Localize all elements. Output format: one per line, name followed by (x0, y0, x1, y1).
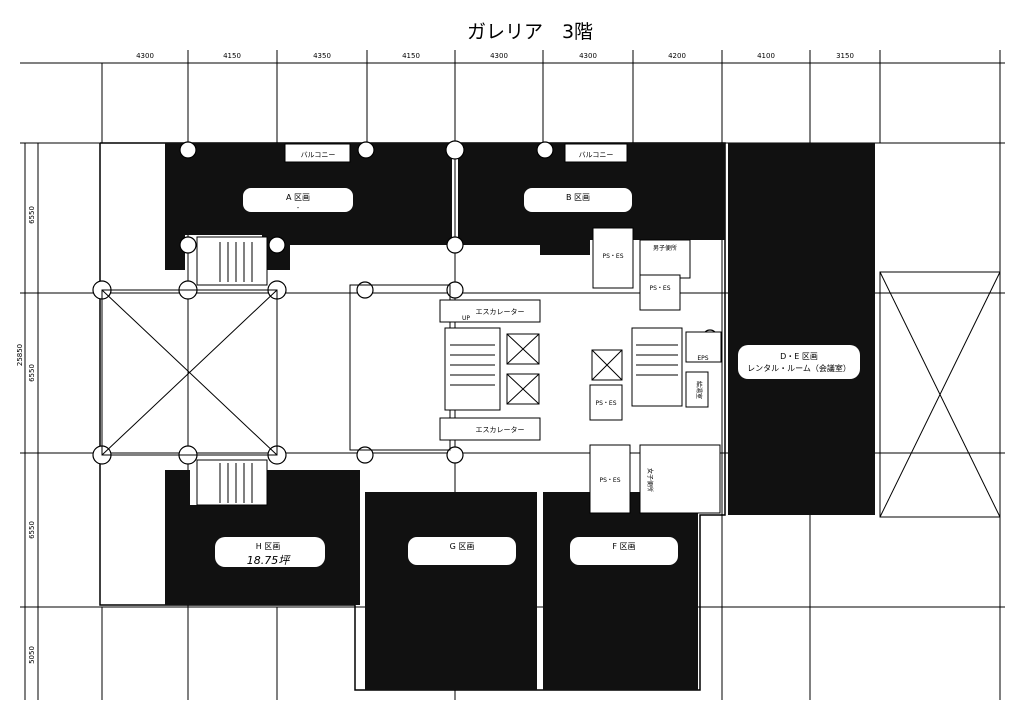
dim-label: 4300 (136, 52, 154, 60)
balcony-label: バルコニー (301, 151, 336, 159)
zone-b-label: B 区画 (566, 193, 590, 202)
service-rooms (589, 227, 722, 514)
dim-label: 4300 (490, 52, 508, 60)
balcony-label: バルコニー (579, 151, 614, 159)
zone-de-label: D・E 区画 (780, 352, 818, 361)
svg-text:PS・ES: PS・ES (649, 285, 670, 292)
svg-text:PS・ES: PS・ES (602, 253, 623, 260)
atrium-void (101, 271, 1001, 518)
dim-label: 4200 (668, 52, 686, 60)
svg-text:6550: 6550 (28, 521, 36, 539)
tenant-areas (165, 143, 875, 690)
zone-g-label: G 区画 (450, 542, 475, 551)
zone-f-area (543, 492, 698, 690)
dim-label: 4350 (313, 52, 331, 60)
svg-text:EPS: EPS (697, 355, 708, 362)
stairs (196, 236, 683, 506)
zone-h-note: 18.75坪 (247, 554, 291, 567)
dim-label: 4300 (579, 52, 597, 60)
zone-de-area (728, 143, 875, 515)
svg-text:6550: 6550 (28, 364, 36, 382)
escalator-label: エスカレーター (476, 425, 525, 434)
dim-label: 4150 (223, 52, 241, 60)
stair-treads (219, 242, 678, 503)
zone-a-label: A 区画 (286, 193, 310, 202)
svg-text:男子便所: 男子便所 (653, 244, 677, 252)
service-labels: PS・ES 男子便所 PS・ES EPS PS・ES PS・ES 給湯室 女子便… (595, 244, 708, 492)
svg-text:PS・ES: PS・ES (595, 400, 616, 407)
svg-text:PS・ES: PS・ES (599, 477, 620, 484)
zone-labels: A 区画 - B 区画 D・E 区画 レンタル・ルーム（会議室） H 区画 18… (215, 188, 860, 567)
zone-f-label: F 区画 (612, 542, 635, 551)
balconies: バルコニー バルコニー (284, 143, 628, 163)
svg-text:給湯室: 給湯室 (695, 381, 703, 399)
zone-h-label: H 区画 (256, 542, 281, 551)
zone-a-sub: - (297, 204, 300, 212)
svg-text:5050: 5050 (28, 646, 36, 664)
zone-g-area (365, 492, 537, 690)
zone-de-sub: レンタル・ルーム（会議室） (747, 363, 851, 373)
left-dimensions: 6550 6550 6550 5050 25850 (16, 206, 36, 664)
escalators: エスカレーター UP エスカレーター (439, 299, 541, 441)
up-label: UP (462, 315, 470, 322)
dim-label: 4150 (402, 52, 420, 60)
svg-text:女子便所: 女子便所 (646, 468, 654, 492)
svg-text:6550: 6550 (28, 206, 36, 224)
dim-label: 4100 (757, 52, 775, 60)
svg-text:25850: 25850 (16, 344, 24, 366)
plan-title: ガレリア 3階 (467, 21, 593, 43)
top-dimensions: 4300 4150 4350 4150 4300 4300 4200 4100 … (136, 52, 854, 60)
dim-label: 3150 (836, 52, 854, 60)
escalator-label: エスカレーター (476, 307, 525, 316)
elevators (506, 333, 623, 405)
